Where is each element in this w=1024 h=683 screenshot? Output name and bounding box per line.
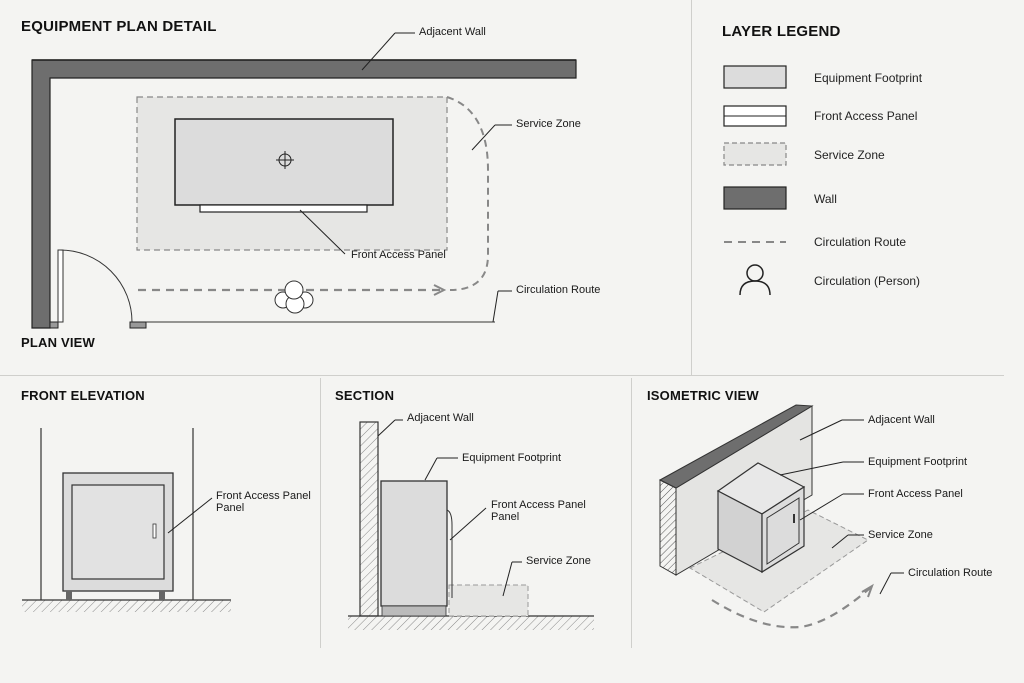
door-jamb-left	[49, 321, 59, 329]
legend-title: LAYER LEGEND	[722, 23, 841, 40]
section-label-panel: Panel	[491, 511, 519, 523]
iso-label-equipment-footprint: Equipment Footprint	[868, 456, 967, 468]
section-label-equipment-footprint: Equipment Footprint	[462, 452, 561, 464]
iso-wall-end	[659, 479, 677, 576]
iso-equipment-front	[761, 485, 805, 574]
crosshair-icon	[276, 151, 294, 169]
legend-label-circulation-person: Circulation (Person)	[814, 274, 921, 288]
elevation-floor-hatch	[22, 600, 231, 612]
plan-label-front-access-panel: Front Access Panel	[351, 249, 446, 261]
iso-service-zone	[688, 509, 869, 613]
door-jamb-right	[129, 321, 147, 329]
plan-equipment	[174, 118, 394, 206]
plan-view-title: PLAN VIEW	[21, 335, 96, 350]
circulation-arrow-icon	[861, 583, 874, 598]
plan-view-drawing: Adjacent Wall Service Zone Front Access …	[31, 26, 600, 329]
iso-label-service-zone: Service Zone	[868, 529, 933, 541]
door-leaf	[57, 249, 64, 323]
vertical-divider-right	[631, 378, 632, 648]
section-equipment	[380, 480, 448, 607]
section-wall	[359, 421, 379, 617]
plan-label-circulation-route: Circulation Route	[516, 284, 600, 296]
section-floor-hatch	[348, 616, 594, 630]
wall-swatch	[723, 186, 787, 210]
elevation-handle	[152, 523, 157, 539]
legend-label-wall: Wall	[814, 192, 837, 206]
elevation-label-front-access-panel: Front Access Panel	[216, 490, 311, 502]
equipment-footprint-swatch	[723, 65, 787, 89]
horizontal-divider	[0, 375, 1004, 376]
iso-equipment-top	[716, 462, 806, 515]
iso-label-circulation-route: Circulation Route	[908, 567, 992, 579]
section-label-adjacent-wall: Adjacent Wall	[407, 412, 474, 424]
vertical-divider-left	[320, 378, 321, 648]
front-elevation-title: FRONT ELEVATION	[21, 388, 145, 403]
main-title: EQUIPMENT PLAN DETAIL	[21, 18, 217, 35]
elevation-front-access-panel	[71, 484, 165, 580]
section-title: SECTION	[335, 388, 395, 403]
iso-equipment-left	[717, 490, 763, 573]
vertical-divider-top	[691, 0, 692, 375]
legend-label-service-zone: Service Zone	[814, 148, 885, 162]
elevation-equipment	[62, 472, 174, 592]
legend-label-equipment-footprint: Equipment Footprint	[814, 71, 923, 85]
person-icon	[274, 280, 314, 314]
front-access-panel-swatch	[723, 105, 787, 127]
iso-wall-top	[658, 404, 814, 489]
iso-front-access-panel	[766, 497, 800, 565]
legend-label-circulation-route: Circulation Route	[814, 235, 907, 249]
section-label-service-zone: Service Zone	[526, 555, 591, 567]
plan-service-zone-curve	[446, 96, 489, 291]
plan-label-adjacent-wall: Adjacent Wall	[419, 26, 486, 38]
service-zone-swatch	[723, 142, 787, 166]
circulation-arrow-icon	[433, 284, 447, 296]
section-label-front-access-panel: Front Access Panel	[491, 499, 586, 511]
door-swing	[59, 249, 133, 323]
isometric-title: ISOMETRIC VIEW	[647, 388, 759, 403]
iso-label-front-access-panel: Front Access Panel	[868, 488, 963, 500]
iso-circulation-route	[711, 587, 871, 629]
plan-label-service-zone: Service Zone	[516, 118, 581, 130]
section-service-zone	[448, 584, 529, 617]
section-panel-profile	[446, 509, 453, 598]
person-icon	[739, 264, 771, 296]
iso-wall-face	[675, 405, 813, 576]
iso-label-adjacent-wall: Adjacent Wall	[868, 414, 935, 426]
legend-label-front-access-panel: Front Access Panel	[814, 109, 918, 123]
elevation-label-panel: Panel	[216, 502, 244, 514]
plan-front-access-panel	[199, 204, 368, 213]
